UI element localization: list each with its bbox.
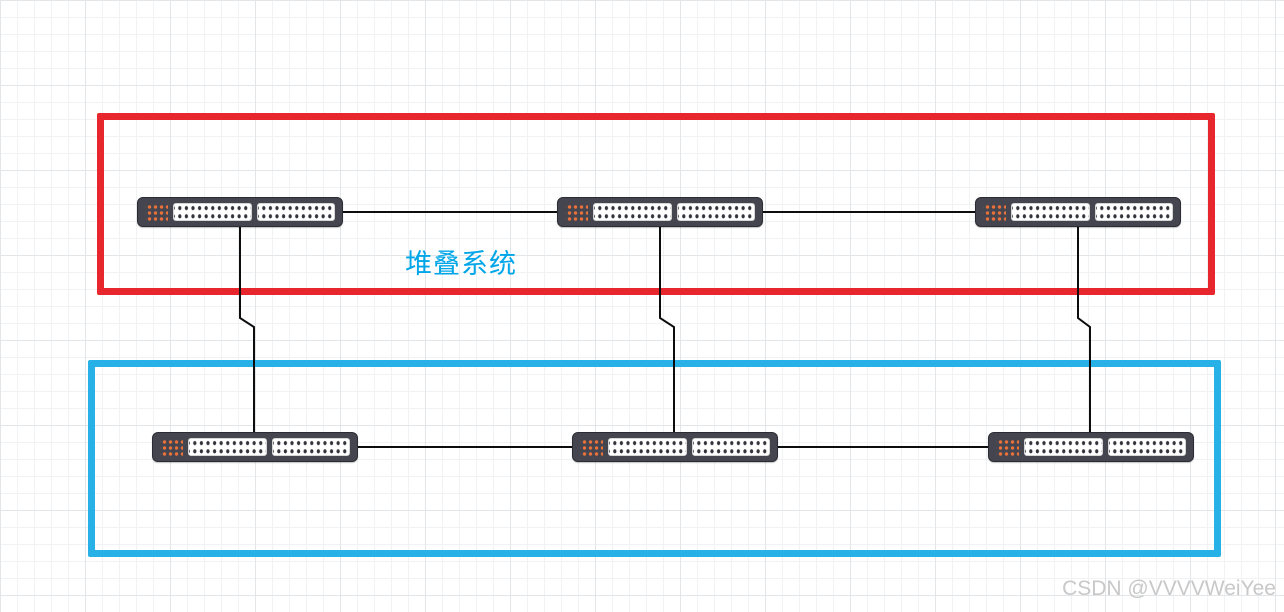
- switch-port-panel-icon: [676, 203, 755, 221]
- switch-port-panel-icon: [1024, 438, 1103, 456]
- switch-port-panel-icon: [1011, 203, 1090, 221]
- lower-group-frame: [88, 360, 1221, 557]
- switch-port-panel-icon: [691, 438, 770, 456]
- switch-port-panel-icon: [188, 438, 267, 456]
- switch-port-panel-icon: [1107, 438, 1186, 456]
- stack-system-label: 堆叠系统: [405, 249, 517, 279]
- switch-port-panel-icon: [593, 203, 672, 221]
- switch-port-panel-icon: [271, 438, 350, 456]
- network-switch-icon: [988, 432, 1194, 462]
- watermark-text: CSDN @VVVVWeiYee: [1062, 577, 1276, 600]
- network-switch-icon: [572, 432, 778, 462]
- network-switch-icon: [975, 197, 1181, 227]
- network-switch-icon: [137, 197, 343, 227]
- switch-led-grid-icon: [160, 438, 183, 456]
- switch-port-panel-icon: [1094, 203, 1173, 221]
- network-switch-icon: [152, 432, 358, 462]
- stack-system-frame: [97, 113, 1215, 295]
- switch-led-grid-icon: [996, 438, 1019, 456]
- switch-port-panel-icon: [608, 438, 687, 456]
- switch-led-grid-icon: [565, 203, 588, 221]
- switch-led-grid-icon: [580, 438, 603, 456]
- switch-led-grid-icon: [983, 203, 1006, 221]
- switch-led-grid-icon: [145, 203, 168, 221]
- switch-port-panel-icon: [173, 203, 252, 221]
- network-switch-icon: [557, 197, 763, 227]
- switch-port-panel-icon: [256, 203, 335, 221]
